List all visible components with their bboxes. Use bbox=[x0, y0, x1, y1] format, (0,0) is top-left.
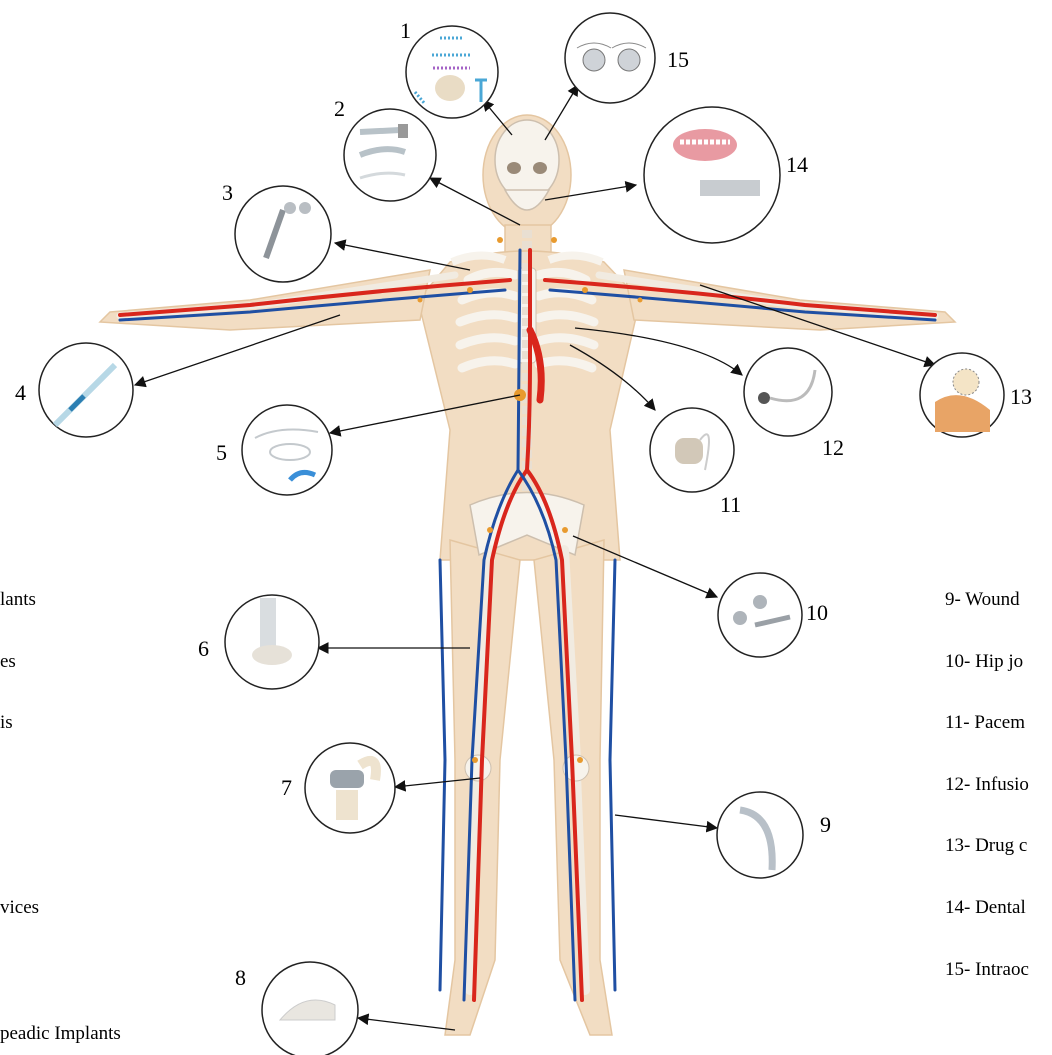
callout-number-13: 13 bbox=[1010, 384, 1032, 409]
callout-number-2: 2 bbox=[334, 96, 345, 121]
legend-right-item: 12- Infusio bbox=[945, 774, 1029, 795]
callout-5 bbox=[242, 405, 332, 495]
legend-left: lants es is vices peadic Implants bbox=[0, 589, 121, 1044]
legend-left-item: peadic Implants bbox=[0, 1023, 121, 1044]
callout-13 bbox=[920, 353, 1004, 437]
callout-number-6: 6 bbox=[198, 636, 209, 661]
callout-11 bbox=[650, 408, 734, 492]
callout-3 bbox=[235, 186, 331, 282]
callout-8 bbox=[262, 962, 358, 1055]
legend-left-item: lants bbox=[0, 589, 36, 610]
legend-right: 9- Wound 10- Hip jo 11- Pacem 12- Infusi… bbox=[945, 589, 1029, 980]
legend-right-item: 9- Wound bbox=[945, 589, 1020, 610]
callout-15 bbox=[565, 13, 655, 103]
legend-right-item: 13- Drug c bbox=[945, 835, 1027, 856]
callout-2 bbox=[344, 109, 436, 201]
callout-number-8: 8 bbox=[235, 965, 246, 990]
callout-4 bbox=[39, 343, 133, 437]
legend-right-item: 11- Pacem bbox=[945, 712, 1025, 733]
callout-number-10: 10 bbox=[806, 600, 828, 625]
callout-1 bbox=[406, 26, 498, 118]
callout-number-1: 1 bbox=[400, 18, 411, 43]
callout-number-4: 4 bbox=[15, 380, 26, 405]
callout-9 bbox=[717, 792, 803, 878]
legend-right-item: 10- Hip jo bbox=[945, 651, 1023, 672]
legend-left-item: vices bbox=[0, 897, 39, 918]
legend-right-item: 14- Dental bbox=[945, 897, 1026, 918]
legend-right-item: 15- Intraoc bbox=[945, 959, 1029, 980]
callout-number-9: 9 bbox=[820, 812, 831, 837]
callout-number-14: 14 bbox=[786, 152, 808, 177]
callout-number-5: 5 bbox=[216, 440, 227, 465]
callout-number-11: 11 bbox=[720, 492, 741, 517]
callout-14 bbox=[644, 107, 780, 243]
callout-number-3: 3 bbox=[222, 180, 233, 205]
callout-12 bbox=[744, 348, 832, 436]
body-figure bbox=[100, 115, 955, 1035]
callout-6 bbox=[225, 595, 319, 689]
callout-7 bbox=[305, 743, 395, 833]
callout-number-12: 12 bbox=[822, 435, 844, 460]
callout-number-7: 7 bbox=[281, 775, 292, 800]
callout-number-15: 15 bbox=[667, 47, 689, 72]
legend-left-item: is bbox=[0, 712, 13, 733]
callout-10 bbox=[718, 573, 802, 657]
legend-left-item: es bbox=[0, 651, 16, 672]
